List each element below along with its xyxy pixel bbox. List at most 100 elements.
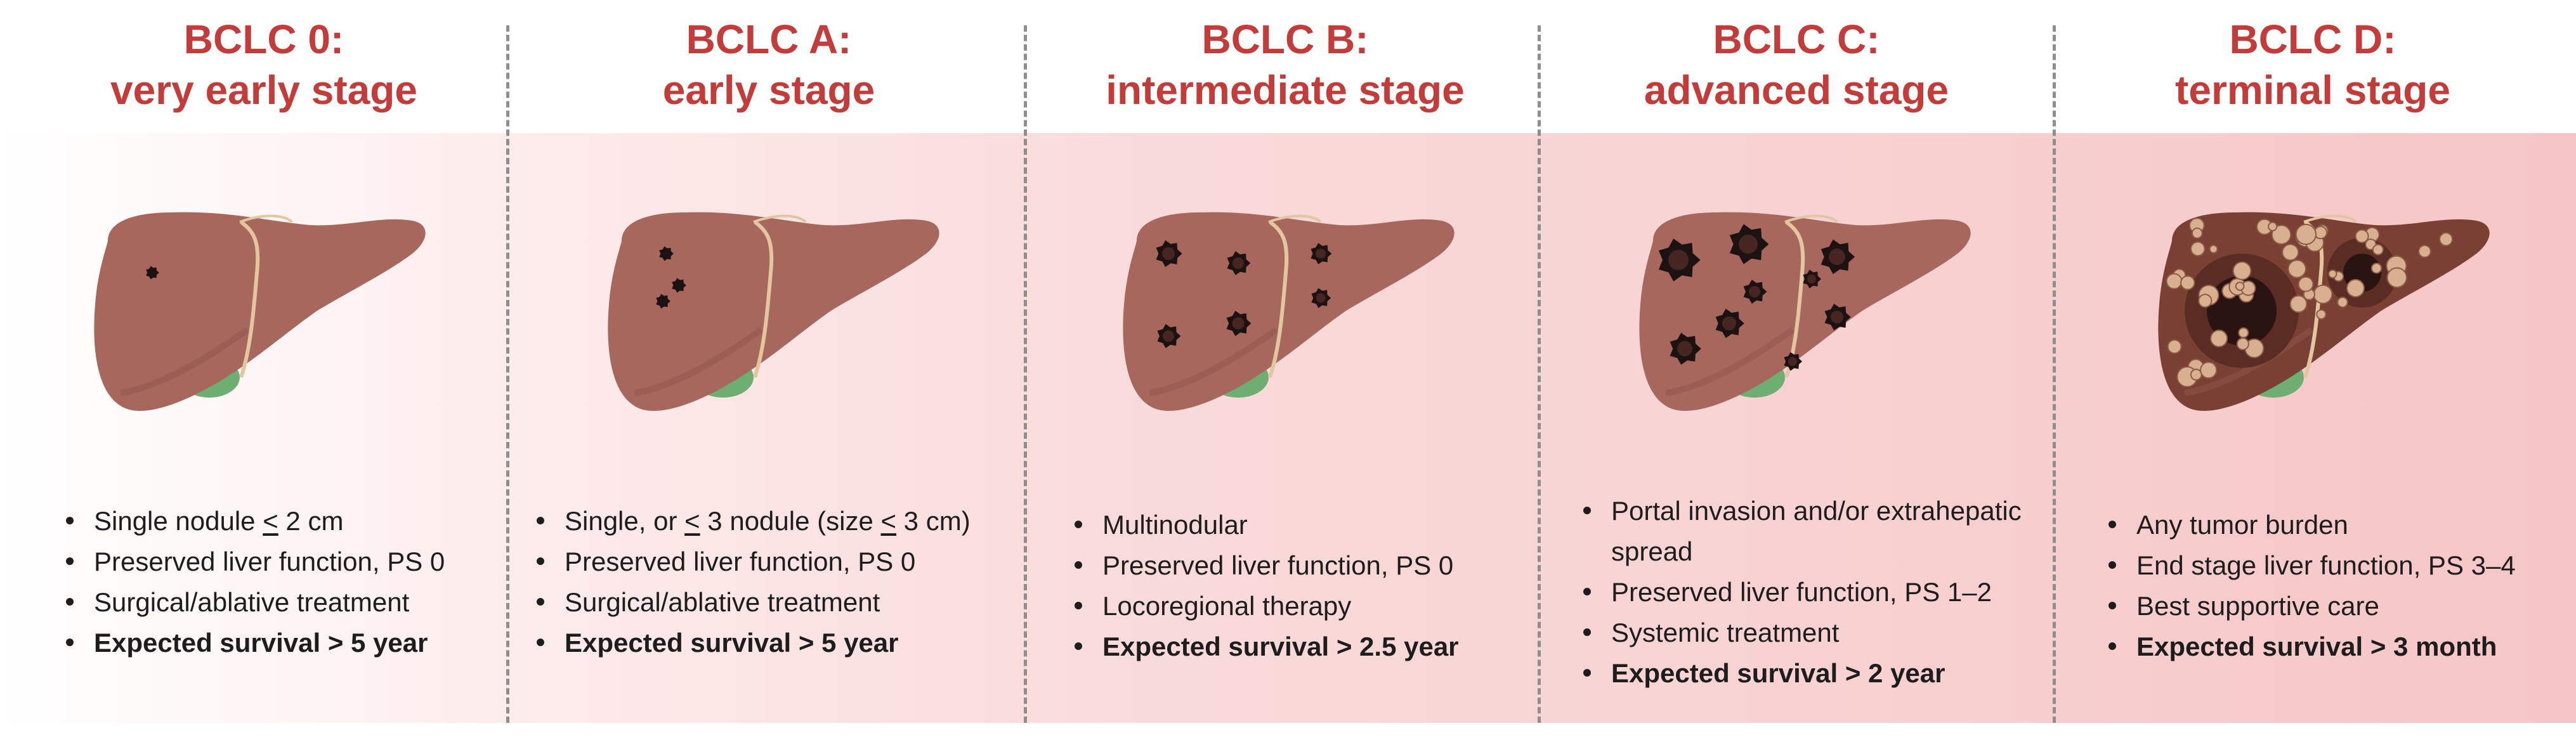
ligament-line [1268, 220, 1289, 378]
stage-point: Single, or < 3 nodule (size < 3 cm) [537, 501, 971, 542]
stage-point: Systemic treatment [1583, 613, 2022, 653]
stage-point: spread [1611, 531, 2022, 572]
stage-point: Any tumor burden [2109, 505, 2516, 545]
point-text: Multinodular [1102, 510, 1248, 540]
stage-point: Preserved liver function, PS 0 [65, 542, 445, 582]
liver-body [1123, 212, 1455, 411]
point-text: Surgical/ablative treatment [565, 587, 880, 617]
stage-0-title-line1: BCLC 0: [183, 16, 344, 62]
tumor-lesion [1658, 238, 1701, 282]
tumor-lesion [672, 278, 686, 293]
tumor-lesion [1784, 352, 1803, 371]
nodule [2167, 339, 2182, 354]
stage-a-points: Single, or < 3 nodule (size < 3 cm) Prese… [521, 501, 971, 663]
nodule [2191, 227, 2203, 239]
tumor-lesion [1670, 332, 1701, 365]
point-text: Preserved liver function, PS 0 [1102, 550, 1454, 580]
tumor-lesion [1311, 243, 1332, 264]
point-text: Expected survival > 5 year [565, 628, 899, 658]
stage-point: Preserved liver function, PS 0 [1075, 545, 1459, 586]
nodule [2439, 232, 2454, 247]
tumor-burden [2166, 217, 2454, 387]
stage-point: Best supportive care [2109, 586, 2516, 626]
stage-point: Expected survival > 2 year [1583, 653, 2022, 694]
stage-c-points: Portal invasion and/or extrahepatic sprea… [1568, 491, 2022, 694]
nodule [2271, 224, 2292, 245]
stage-0-liver-illustration [82, 203, 438, 431]
stage-b-title-line2: intermediate stage [1106, 67, 1465, 113]
nodule [2232, 261, 2252, 280]
stage-point: Surgical/ablative treatment [537, 582, 971, 623]
ligament-line [753, 220, 774, 378]
ligament-line [1784, 220, 1805, 378]
nodule [2386, 267, 2408, 289]
point-text: 2 cm [278, 506, 344, 536]
stage-c-liver-illustration [1628, 203, 1983, 431]
tumor-lesion [1157, 324, 1181, 348]
stage-point: End stage liver function, PS 3–4 [2109, 545, 2516, 586]
stage-a-title-line2: early stage [662, 67, 875, 113]
stage-b-liver-illustration [1111, 203, 1467, 431]
point-text: Expected survival > 3 month [2136, 632, 2497, 661]
point-text: Surgical/ablative treatment [94, 587, 410, 617]
nodule [2236, 337, 2249, 351]
tumor-lesion [1821, 239, 1855, 275]
point-text: 3 nodule (size [700, 506, 881, 536]
stage-point: Surgical/ablative treatment [65, 582, 445, 623]
stage-c-title: BCLC C: advanced stage [1539, 14, 2054, 115]
tumor-lesion [1803, 269, 1822, 289]
stage-0-title-line2: very early stage [110, 67, 417, 113]
stage-b-title-line1: BCLC B: [1201, 16, 1369, 62]
nodule [2190, 368, 2202, 381]
nodule [2166, 273, 2183, 290]
liver-icon [94, 212, 426, 411]
nodule [2313, 284, 2333, 304]
stage-d-title-line1: BCLC D: [2229, 16, 2396, 62]
point-text: End stage liver function, PS 3–4 [2136, 550, 2516, 580]
nodule [2355, 229, 2369, 243]
nodule [2268, 221, 2278, 231]
stage-point: Preserved liver function, PS 1–2 [1583, 572, 2022, 613]
point-text: Locoregional therapy [1102, 591, 1352, 621]
point-text: Preserved liver function, PS 0 [565, 547, 916, 576]
point-text: Expected survival > 2.5 year [1102, 632, 1459, 661]
stage-b-title: BCLC B: intermediate stage [1028, 14, 1543, 115]
stage-point: Locoregional therapy [1075, 586, 1459, 626]
stage-a-title: BCLC A: early stage [511, 14, 1026, 115]
point-text: Single, or [565, 506, 685, 536]
nodule [2370, 263, 2383, 274]
stage-point: Expected survival > 5 year [537, 623, 971, 663]
stage-0-title: BCLC 0: very early stage [6, 14, 521, 115]
stage-point: Expected survival > 2.5 year [1075, 626, 1459, 667]
tumor-lesion [1729, 224, 1769, 264]
tumor-lesion [656, 294, 670, 309]
stage-point: Expected survival > 5 year [65, 623, 445, 663]
point-text: Preserved liver function, PS 0 [94, 547, 445, 576]
tumor-lesion [146, 266, 159, 280]
nodule [2295, 223, 2317, 245]
liver-body [608, 212, 939, 411]
nodule [2200, 361, 2218, 379]
stage-a-title-line1: BCLC A: [686, 16, 852, 62]
underlined-symbol: < [263, 506, 278, 536]
nodule [2282, 243, 2299, 261]
tumor-lesion [1715, 308, 1744, 339]
liver-icon [2158, 212, 2490, 411]
tumor-lesion [1311, 288, 1331, 308]
point-text: spread [1611, 536, 1693, 566]
nodule [2198, 294, 2213, 308]
point-text: Systemic treatment [1611, 618, 1840, 647]
point-text: Portal invasion and/or extrahepatic [1611, 496, 2022, 526]
liver-body [94, 212, 426, 411]
underlined-symbol: < [684, 506, 700, 536]
stage-d-liver-illustration [2147, 203, 2502, 431]
nodule [2298, 276, 2314, 292]
tumor-lesion [1824, 303, 1851, 331]
stage-a-liver-illustration [596, 203, 951, 431]
tumor-lesion [1156, 240, 1182, 268]
nodule [2209, 244, 2218, 254]
nodule [2328, 269, 2337, 279]
